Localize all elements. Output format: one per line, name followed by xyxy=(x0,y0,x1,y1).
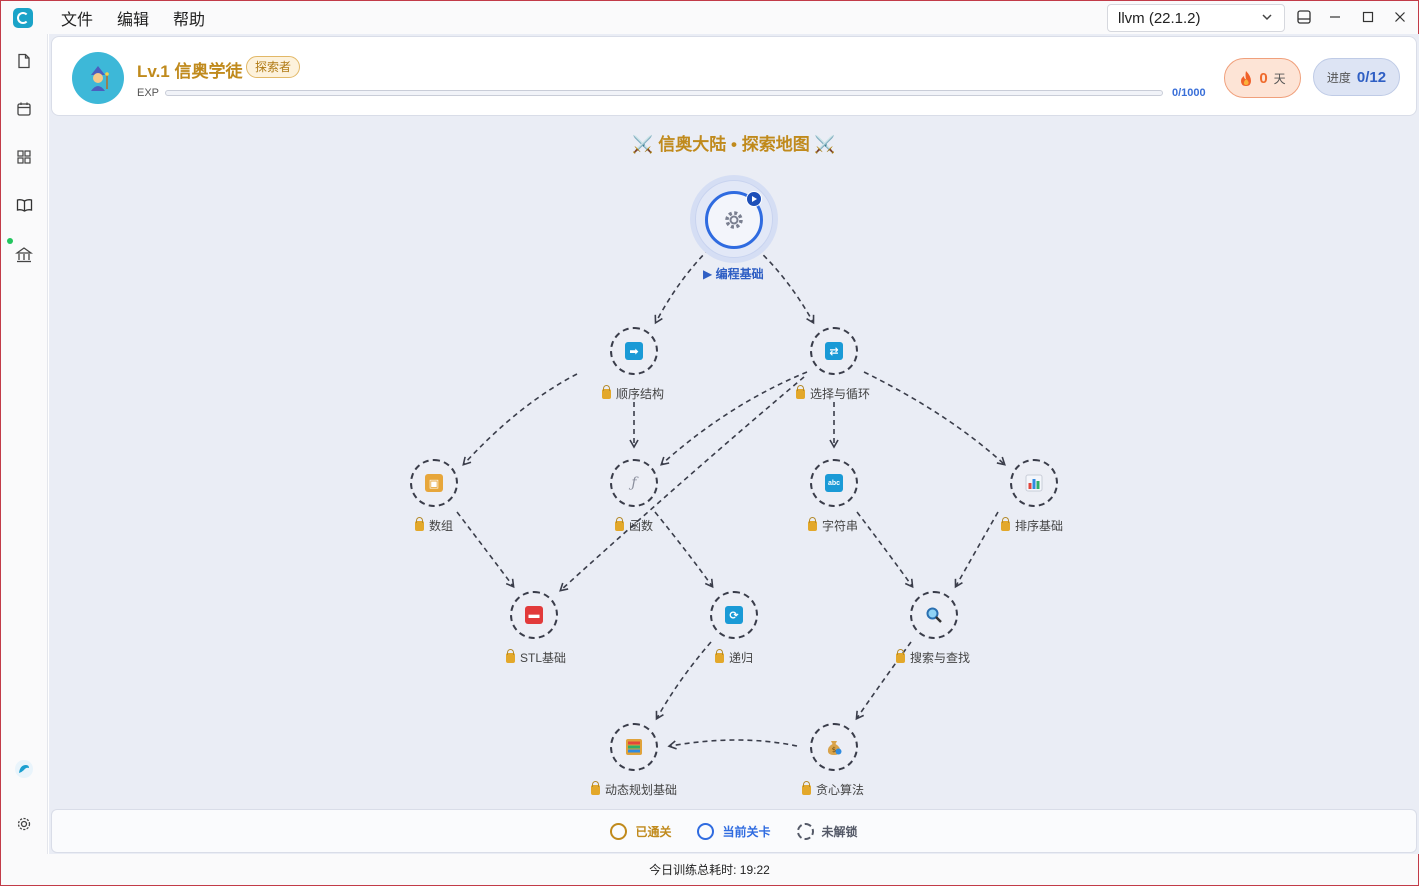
menu-edit[interactable]: 编辑 xyxy=(117,11,150,29)
lock-icon xyxy=(506,648,515,663)
lock-icon xyxy=(602,384,611,399)
status-bar: 今日训练总耗时: 19:22 xyxy=(1,854,1418,885)
status-dot xyxy=(7,238,13,244)
node-label-dp: 动态规划基础 xyxy=(591,780,677,798)
node-label-recursion: 递归 xyxy=(715,648,753,666)
menu-help[interactable]: 帮助 xyxy=(173,11,206,29)
lock-icon xyxy=(591,780,600,795)
node-label-array: 数组 xyxy=(415,516,453,534)
legend-passed: 已通关 xyxy=(610,822,671,840)
lock-icon xyxy=(1001,516,1010,531)
progress-label: 进度 xyxy=(1326,70,1351,85)
node-greedy[interactable]: $ xyxy=(810,723,858,771)
gear-icon xyxy=(725,211,743,229)
node-dp[interactable] xyxy=(610,723,658,771)
node-sorting[interactable] xyxy=(1010,459,1058,507)
exp-progress-bar xyxy=(165,90,1163,96)
app-logo xyxy=(13,7,33,28)
svg-text:$: $ xyxy=(832,746,836,754)
map-connections xyxy=(456,248,1006,750)
chevron-down-icon xyxy=(1262,14,1272,21)
app-brand-icon[interactable] xyxy=(14,759,34,779)
avatar xyxy=(72,52,124,104)
legend-current-icon xyxy=(697,822,715,840)
maximize-button[interactable] xyxy=(1358,7,1378,27)
lock-icon xyxy=(808,516,817,531)
node-label-search: 搜索与查找 xyxy=(896,648,970,666)
lock-icon xyxy=(796,384,805,399)
node-label-function: 函数 xyxy=(615,516,653,534)
node-label-greedy: 贪心算法 xyxy=(802,780,864,798)
bar-chart-icon xyxy=(1025,474,1043,492)
gear-icon[interactable] xyxy=(14,814,34,834)
legend: 已通关 当前关卡 未解锁 xyxy=(51,809,1417,853)
compiler-select[interactable]: llvm (22.1.2) xyxy=(1107,4,1285,32)
streak-badge: 0 天 xyxy=(1224,58,1301,98)
close-button[interactable] xyxy=(1390,7,1410,27)
map-title: ⚔️ 信奥大陆 • 探索地图 ⚔️ xyxy=(632,135,836,154)
abc-icon: abc xyxy=(825,474,843,492)
menu-file[interactable]: 文件 xyxy=(61,11,94,29)
flame-icon xyxy=(1241,70,1252,86)
minimize-button[interactable] xyxy=(1325,7,1345,27)
streak-unit: 天 xyxy=(1273,71,1286,86)
node-label-selection: 选择与循环 xyxy=(796,384,870,402)
lock-icon xyxy=(802,780,811,795)
sidebar-toggle-icon[interactable] xyxy=(1294,7,1314,27)
node-function[interactable]: ƒ xyxy=(610,459,658,507)
node-programming-basics[interactable] xyxy=(705,191,763,249)
play-icon xyxy=(746,191,762,207)
rank-badge: 探索者 xyxy=(246,56,301,78)
current-node-label: ▶ 编程基础 xyxy=(703,267,764,281)
node-selection[interactable]: ⇄ xyxy=(810,327,858,375)
node-string[interactable]: abc xyxy=(810,459,858,507)
node-search[interactable] xyxy=(910,591,958,639)
left-sidebar xyxy=(1,34,48,854)
toolbox-icon: ▬ xyxy=(525,606,543,624)
level-title: Lv.1 信奥学徒 xyxy=(137,62,243,81)
function-icon: ƒ xyxy=(631,475,637,491)
book-icon[interactable] xyxy=(14,195,34,215)
shuffle-icon: ⇄ xyxy=(825,342,843,360)
exp-label: EXP xyxy=(137,87,160,99)
lock-icon xyxy=(896,648,905,663)
package-icon: ▣ xyxy=(425,474,443,492)
museum-icon[interactable] xyxy=(14,245,34,265)
legend-locked: 未解锁 xyxy=(796,822,858,840)
node-stl[interactable]: ▬ xyxy=(510,591,558,639)
title-bar: 文件 编辑 帮助 llvm (22.1.2) xyxy=(1,1,1418,34)
lock-icon xyxy=(615,516,624,531)
menu-bar: 文件 编辑 帮助 xyxy=(49,6,217,30)
node-label-string: 字符串 xyxy=(808,516,858,534)
node-label-stl: STL基础 xyxy=(506,648,566,666)
legend-locked-icon xyxy=(796,822,814,840)
node-label-sorting: 排序基础 xyxy=(1001,516,1063,534)
legend-passed-icon xyxy=(610,822,628,840)
dashboard-icon[interactable] xyxy=(14,147,34,167)
node-sequence[interactable]: ➡ xyxy=(610,327,658,375)
training-time: 今日训练总耗时: 19:22 xyxy=(649,863,770,877)
file-icon[interactable] xyxy=(14,51,34,71)
lock-icon xyxy=(715,648,724,663)
profile-card: Lv.1 信奥学徒 探索者 EXP 0/1000 0 天 进度 0/12 xyxy=(51,36,1417,116)
node-label-sequence: 顺序结构 xyxy=(602,384,664,402)
refresh-icon: ⟳ xyxy=(725,606,743,624)
money-bag-icon: $ xyxy=(827,741,842,755)
magnifier-icon xyxy=(926,607,942,623)
exp-value: 0/1000 xyxy=(1172,87,1206,99)
main-area: Lv.1 信奥学徒 探索者 EXP 0/1000 0 天 进度 0/12 ⚔️ … xyxy=(49,34,1419,854)
arrow-right-icon: ➡ xyxy=(625,342,643,360)
progress-value: 0/12 xyxy=(1356,68,1387,86)
progress-badge: 进度 0/12 xyxy=(1313,58,1400,96)
calendar-icon[interactable] xyxy=(14,99,34,119)
compiler-select-value: llvm (22.1.2) xyxy=(1118,9,1201,27)
legend-current: 当前关卡 xyxy=(697,822,771,840)
node-recursion[interactable]: ⟳ xyxy=(710,591,758,639)
lock-icon xyxy=(415,516,424,531)
streak-days: 0 xyxy=(1259,69,1268,87)
abacus-icon xyxy=(626,739,642,755)
node-array[interactable]: ▣ xyxy=(410,459,458,507)
